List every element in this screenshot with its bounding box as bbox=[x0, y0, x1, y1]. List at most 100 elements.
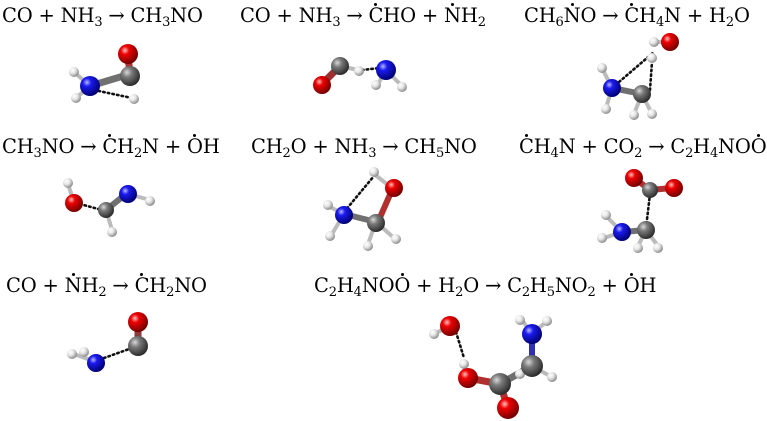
oxygen-atom bbox=[458, 368, 478, 388]
oxygen-atom bbox=[440, 316, 460, 336]
formula-text: → CH bbox=[376, 135, 436, 158]
hydrogen-atom bbox=[629, 110, 639, 120]
formula-subscript: 3 bbox=[162, 15, 171, 30]
formula-text: N + bbox=[142, 135, 188, 158]
formula-text: CO + bbox=[6, 274, 65, 297]
formula-subscript: 3 bbox=[368, 146, 377, 161]
nitrogen-atom bbox=[603, 79, 621, 97]
formula-text: CO + NH bbox=[240, 4, 333, 27]
formula-subscript: 2 bbox=[685, 146, 694, 161]
carbon-atom bbox=[367, 214, 385, 232]
radical-atom: O bbox=[623, 273, 640, 297]
carbon-atom bbox=[521, 355, 543, 377]
formula-text: CH bbox=[2, 135, 34, 158]
formula-subscript: 4 bbox=[655, 15, 665, 30]
formula-text: H bbox=[117, 135, 134, 158]
hydrogen-atom bbox=[145, 196, 155, 206]
formula-subscript: 2 bbox=[634, 146, 643, 161]
carbon-atom bbox=[642, 182, 658, 198]
oxygen-atom bbox=[65, 194, 83, 212]
hydrogen-atom bbox=[67, 349, 77, 359]
nitrogen-atom bbox=[376, 60, 396, 80]
carbon-atom bbox=[120, 66, 140, 86]
radical-atom: C bbox=[102, 134, 118, 158]
formula-text: NO bbox=[174, 274, 207, 297]
hydrogen-atom bbox=[354, 66, 364, 76]
formula-subscript: 2 bbox=[328, 285, 337, 300]
molecule-structure-1 bbox=[69, 44, 140, 104]
hydrogen-atom bbox=[79, 347, 89, 357]
formula-text: N + CO bbox=[558, 135, 635, 158]
formula-text: O → C bbox=[463, 274, 522, 297]
formula-text: NO bbox=[170, 4, 203, 27]
nitrogen-atom bbox=[522, 324, 542, 344]
radical-atom: O bbox=[394, 273, 411, 297]
formula-subscript: 5 bbox=[435, 146, 445, 161]
formula-text: O → bbox=[580, 4, 625, 27]
formula-subscript: 5 bbox=[546, 285, 555, 300]
hydrogen-atom bbox=[363, 241, 373, 251]
hydrogen-atom bbox=[369, 167, 379, 177]
formula-text: CO + NH bbox=[2, 4, 95, 27]
formula-subscript: 4 bbox=[709, 146, 719, 161]
hydrogen-atom bbox=[325, 231, 335, 241]
formula-subscript: 2 bbox=[98, 285, 107, 300]
carbon-atom bbox=[331, 57, 349, 75]
formula-text: + bbox=[595, 274, 624, 297]
formula-subscript: 2 bbox=[521, 285, 530, 300]
carbon-atom bbox=[637, 221, 655, 239]
formula-text: H bbox=[202, 135, 220, 158]
formula-text: NO bbox=[718, 135, 751, 158]
formula-subscript: 4 bbox=[353, 285, 362, 300]
oxygen-atom bbox=[661, 33, 679, 51]
radical-atom: C bbox=[368, 3, 384, 27]
reaction-equation-8: C2H4NOO + H2O → C2H5NO2 + OH bbox=[314, 273, 657, 299]
formula-text: NO bbox=[444, 135, 477, 158]
reaction-equation-4: CH3NO → CH2N + OH bbox=[2, 134, 220, 160]
hydrogen-atom bbox=[107, 227, 117, 237]
nitrogen-atom bbox=[119, 185, 137, 203]
oxygen-atom bbox=[128, 312, 148, 332]
formula-text: N + H bbox=[664, 4, 726, 27]
oxygen-atom bbox=[385, 179, 403, 197]
formula-text: NO bbox=[554, 274, 588, 297]
radical-atom: O bbox=[187, 134, 203, 158]
formula-text: → bbox=[106, 274, 135, 297]
nitrogen-atom bbox=[87, 354, 105, 372]
hydrogen-atom bbox=[601, 210, 611, 220]
formula-text: H bbox=[529, 274, 547, 297]
hydrogen-atom bbox=[601, 104, 611, 114]
reaction-equation-3: CH6NO → CH4N + H2O bbox=[524, 3, 750, 29]
hydrogen-atom bbox=[69, 67, 79, 77]
formula-text: HO + bbox=[383, 4, 444, 27]
reaction-equation-1: CO + NH3 → CH3NO bbox=[2, 4, 203, 29]
formula-text: → bbox=[340, 4, 369, 27]
formula-text: H bbox=[639, 274, 657, 297]
oxygen-atom bbox=[313, 76, 331, 94]
reaction-equation-6: CH4N + CO2 → C2H4NOO bbox=[519, 134, 767, 160]
hydrogen-atom bbox=[371, 80, 381, 90]
formula-subscript: 2 bbox=[455, 285, 464, 300]
hydrogen-atom bbox=[597, 233, 607, 243]
formula-text: CH bbox=[251, 135, 283, 158]
oxygen-atom bbox=[625, 169, 643, 187]
molecule-structure-7 bbox=[67, 312, 148, 372]
hydrogen-atom bbox=[129, 94, 139, 104]
carbon-atom bbox=[98, 202, 114, 218]
hydrogen-atom bbox=[397, 82, 407, 92]
oxygen-atom bbox=[497, 397, 519, 419]
molecule-structure-6 bbox=[597, 169, 683, 253]
nitrogen-atom bbox=[613, 223, 631, 241]
formula-subscript: 2 bbox=[282, 146, 291, 161]
formula-text: NO → bbox=[41, 135, 103, 158]
hydrogen-atom bbox=[71, 93, 81, 103]
formula-text: → C bbox=[642, 135, 686, 158]
radical-atom: N bbox=[64, 273, 82, 297]
formula-subscript: 3 bbox=[94, 15, 103, 30]
formula-text: C bbox=[314, 274, 329, 297]
reaction-equation-5: CH2O + NH3 → CH5NO bbox=[251, 135, 477, 160]
formula-text: O bbox=[733, 4, 750, 27]
reaction-equation-2: CO + NH3 → CHO + NH2 bbox=[240, 3, 486, 29]
oxygen-atom bbox=[665, 179, 683, 197]
carbon-atom bbox=[489, 373, 511, 395]
